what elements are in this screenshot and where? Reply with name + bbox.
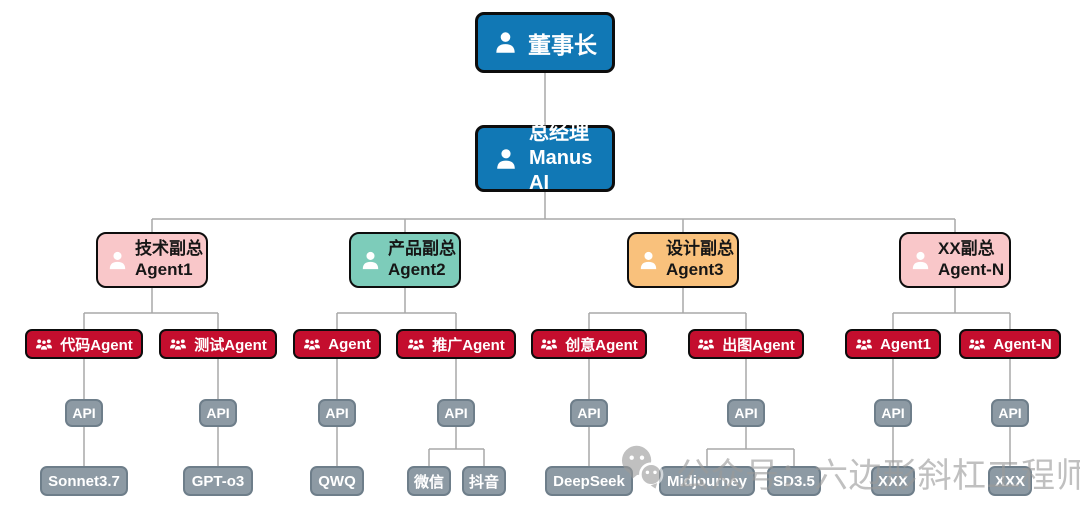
node-vp-tech: 技术副总 Agent1 — [96, 232, 208, 288]
node-tool-sd35: SD3.5 — [767, 466, 821, 496]
person-icon — [494, 147, 518, 171]
node-tool-douyin: 抖音 — [462, 466, 506, 496]
api-label: API — [734, 405, 758, 421]
agent-label: 代码Agent — [60, 336, 133, 354]
node-api-3: API — [318, 399, 356, 427]
team-icon — [697, 338, 715, 351]
node-tool-qwq: QWQ — [310, 466, 364, 496]
team-icon — [968, 338, 986, 351]
person-icon — [638, 250, 659, 271]
node-agent-creative: 创意Agent — [531, 329, 647, 359]
vp-title: XX副总 — [938, 239, 995, 259]
agent-label: 出图Agent — [722, 336, 795, 354]
tool-label: GPT-o3 — [191, 472, 245, 490]
node-tool-deepseek: DeepSeek — [545, 466, 633, 496]
tool-label: DeepSeek — [553, 472, 625, 490]
node-api-6: API — [727, 399, 765, 427]
vp-title: 设计副总 — [666, 239, 734, 259]
node-chairman: 董事长 — [475, 12, 615, 73]
agent-label: Agent-N — [993, 335, 1052, 353]
team-icon — [855, 338, 873, 351]
tool-label: 抖音 — [468, 473, 499, 491]
node-vp-design: 设计副总 Agent3 — [627, 232, 739, 288]
node-api-2: API — [199, 399, 237, 427]
node-agent-1: Agent1 — [845, 329, 941, 359]
agent-label: 测试Agent — [194, 336, 267, 354]
node-tool-midjourney: Midjourney — [659, 466, 755, 496]
api-label: API — [998, 405, 1022, 421]
node-agent-image: 出图Agent — [688, 329, 804, 359]
node-tool-gpto3: GPT-o3 — [183, 466, 253, 496]
api-label: API — [206, 405, 230, 421]
vp-agent-name: Agent1 — [135, 260, 193, 279]
agent-label: 创意Agent — [565, 336, 638, 354]
api-label: API — [72, 405, 96, 421]
vp-title: 技术副总 — [135, 239, 203, 259]
node-api-8: API — [991, 399, 1029, 427]
node-gm-name: Manus AI — [529, 147, 593, 194]
agent-label: Agent — [328, 335, 371, 353]
node-tool-wechat: 微信 — [407, 466, 451, 496]
agent-label: 推广Agent — [432, 336, 505, 354]
api-label: API — [325, 405, 349, 421]
node-vp-product: 产品副总 Agent2 — [349, 232, 461, 288]
team-icon — [540, 338, 558, 351]
person-icon — [910, 250, 931, 271]
vp-agent-name: Agent-N — [938, 260, 1005, 279]
node-api-5: API — [570, 399, 608, 427]
node-gm-title: 总经理 — [529, 122, 589, 144]
node-general-manager: 总经理 Manus AI — [475, 122, 615, 194]
node-agent-promo: 推广Agent — [396, 329, 516, 359]
vp-title: 产品副总 — [388, 239, 456, 259]
person-icon — [493, 30, 518, 55]
agent-label: Agent1 — [880, 335, 931, 353]
tool-label: QWQ — [318, 472, 356, 490]
node-chairman-label: 董事长 — [528, 31, 597, 58]
vp-agent-name: Agent2 — [388, 260, 446, 279]
node-api-4: API — [437, 399, 475, 427]
node-tool-sonnet: Sonnet3.7 — [40, 466, 128, 496]
node-agent-generic: Agent — [293, 329, 381, 359]
node-api-7: API — [874, 399, 912, 427]
node-tool-xxx-2: XXX — [988, 466, 1032, 496]
team-icon — [169, 338, 187, 351]
person-icon — [360, 250, 381, 271]
tool-label: Midjourney — [666, 472, 747, 490]
person-icon — [107, 250, 128, 271]
api-label: API — [444, 405, 468, 421]
tool-label: XXX — [994, 472, 1025, 490]
tool-label: SD3.5 — [773, 472, 815, 490]
node-agent-test: 测试Agent — [159, 329, 277, 359]
api-label: API — [577, 405, 601, 421]
team-icon — [35, 338, 53, 351]
node-agent-code: 代码Agent — [25, 329, 143, 359]
node-vp-xx: XX副总 Agent-N — [899, 232, 1011, 288]
tool-label: Sonnet3.7 — [48, 472, 120, 490]
tool-label: 微信 — [413, 473, 444, 491]
node-tool-xxx-1: XXX — [871, 466, 915, 496]
node-agent-n: Agent-N — [959, 329, 1061, 359]
node-api-1: API — [65, 399, 103, 427]
vp-agent-name: Agent3 — [666, 260, 724, 279]
tool-label: XXX — [877, 472, 908, 490]
api-label: API — [881, 405, 905, 421]
team-icon — [303, 338, 321, 351]
team-icon — [407, 338, 425, 351]
